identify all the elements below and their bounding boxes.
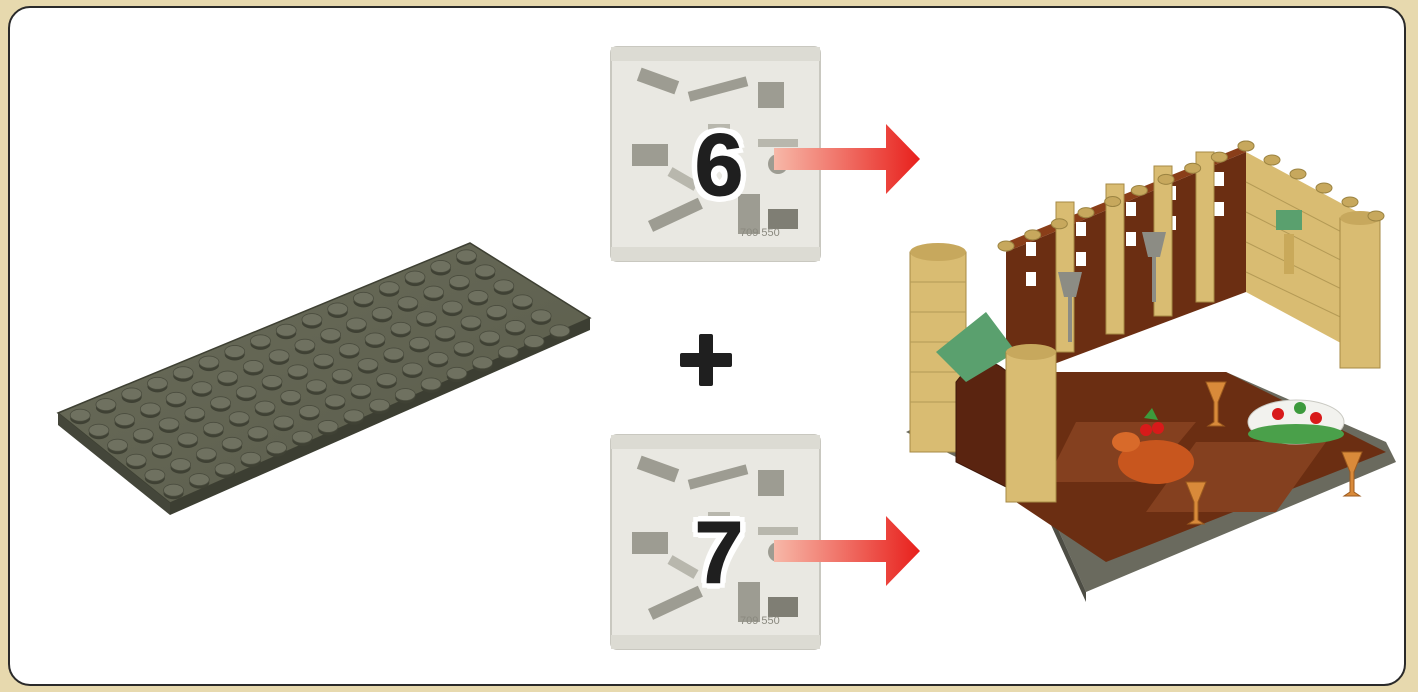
bag-print-label: 709 550	[740, 227, 780, 239]
bag-number-6: 6	[678, 116, 760, 214]
instruction-panel: 709 550 6	[8, 6, 1406, 686]
bag-number-7: 7	[678, 504, 760, 602]
plus-icon	[680, 334, 732, 386]
baseplate-icon	[50, 233, 610, 533]
bag-print-label: 709 550	[740, 615, 780, 627]
castle-kitchen-model-icon	[896, 122, 1406, 602]
